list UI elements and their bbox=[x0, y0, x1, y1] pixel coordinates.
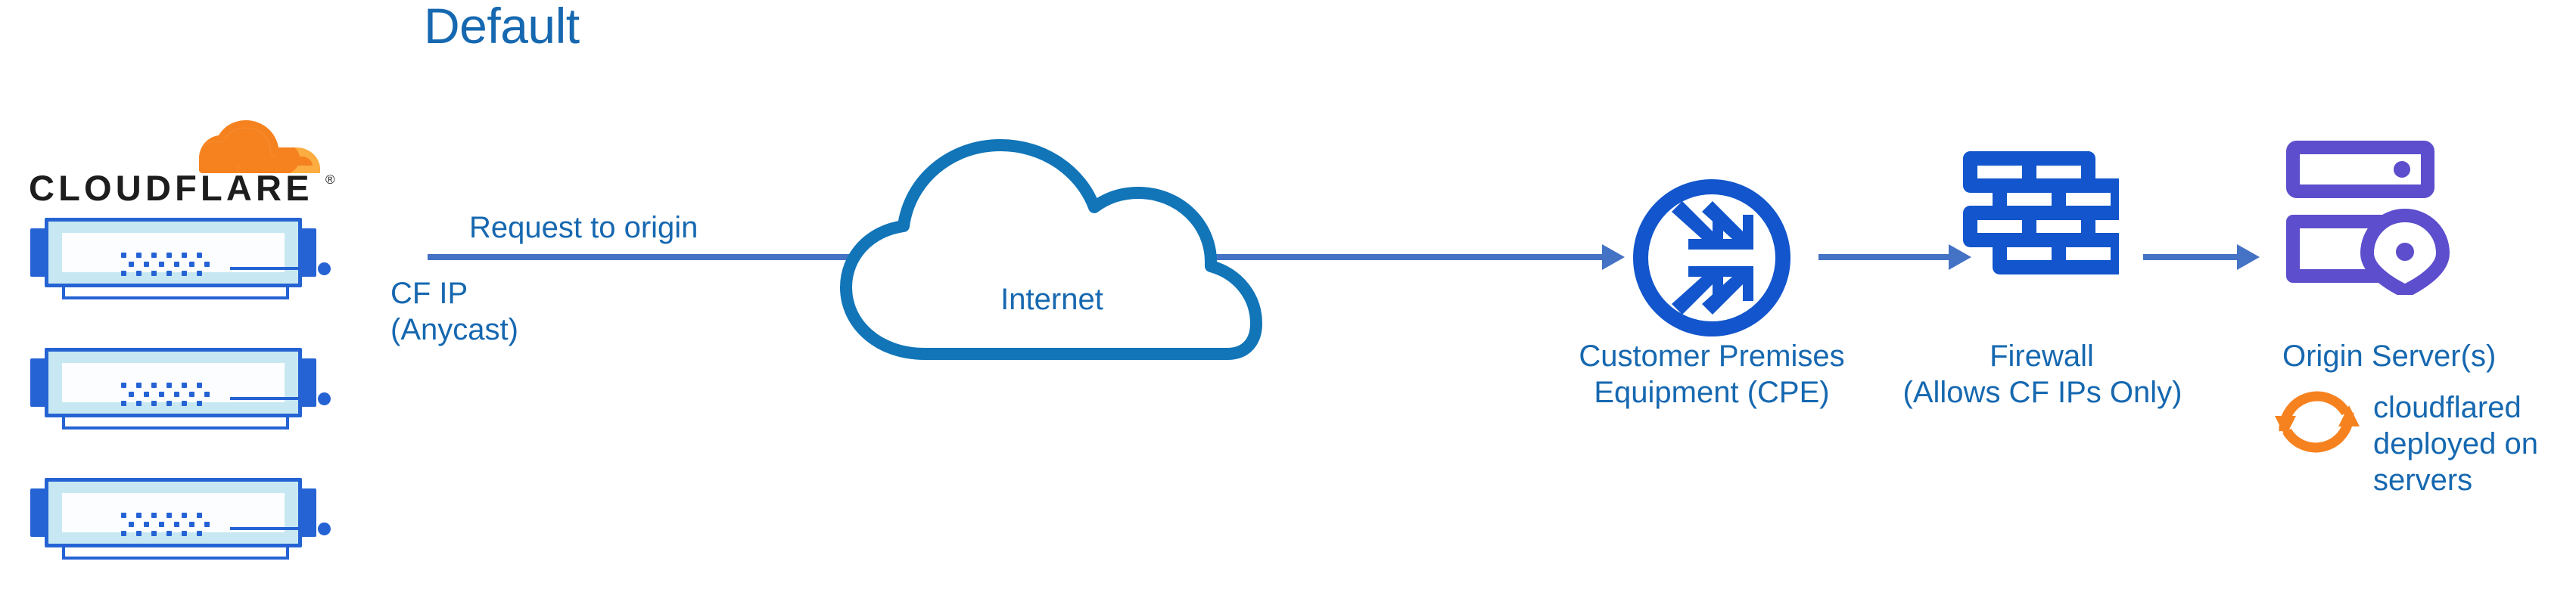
firewall-label-line1: Firewall bbox=[1990, 340, 2094, 373]
cpe-firewall-arrow-head bbox=[1949, 244, 1971, 270]
device-ear-right bbox=[300, 228, 316, 277]
cloudflared-line1: cloudflared bbox=[2373, 391, 2522, 424]
origin-label: Origin Server(s) bbox=[2282, 340, 2497, 373]
request-arrow-head bbox=[1602, 244, 1625, 270]
firewall-origin-arrow-head bbox=[2237, 244, 2260, 270]
device-face bbox=[62, 233, 331, 276]
cpe-firewall-arrow-line bbox=[1818, 254, 1949, 260]
cpe-label-line1: Customer Premises bbox=[1579, 340, 1845, 373]
cf-device-2 bbox=[11, 348, 331, 437]
firewall-label-line2: (Allows CF IPs Only) bbox=[1902, 376, 2182, 409]
sync-arrows-icon bbox=[2270, 377, 2364, 470]
cf-ip-label-line2: (Anycast) bbox=[390, 313, 518, 346]
router-icon bbox=[1629, 175, 1794, 344]
internet-label: Internet bbox=[1000, 283, 1103, 316]
device-status-led bbox=[318, 523, 331, 535]
device-ear-right bbox=[300, 488, 316, 537]
cf-device-3 bbox=[11, 478, 331, 567]
device-chassis bbox=[45, 218, 331, 287]
firewall-origin-arrow-line bbox=[2143, 254, 2237, 260]
device-base bbox=[62, 417, 289, 429]
device-status-led bbox=[318, 392, 331, 405]
device-chassis bbox=[45, 348, 331, 417]
device-indicator-line bbox=[230, 527, 306, 530]
brick-wall-icon bbox=[1963, 151, 2125, 300]
cloudflare-wordmark: CLOUDFLARE bbox=[29, 168, 313, 208]
device-base bbox=[62, 287, 289, 299]
device-indicator-line bbox=[230, 267, 306, 270]
device-ear-left bbox=[30, 488, 47, 537]
flow-label: Request to origin bbox=[469, 211, 698, 244]
cf-ip-label-line1: CF IP bbox=[390, 277, 468, 310]
server-pin-icon bbox=[2285, 140, 2452, 299]
device-indicator-line bbox=[230, 397, 306, 400]
device-face bbox=[62, 363, 331, 406]
cf-device-1 bbox=[11, 218, 331, 307]
device-ear-left bbox=[30, 228, 47, 277]
cloudflared-line2: deployed on bbox=[2373, 427, 2538, 460]
device-base bbox=[62, 547, 289, 560]
device-ear-left bbox=[30, 358, 47, 407]
device-face bbox=[62, 493, 331, 536]
cloudflare-logo-icon: CLOUDFLARE ® bbox=[29, 110, 339, 208]
cloud-icon bbox=[840, 112, 1264, 365]
svg-text:®: ® bbox=[325, 172, 335, 187]
device-status-led bbox=[318, 262, 331, 275]
device-chassis bbox=[45, 478, 331, 547]
device-ear-right bbox=[300, 358, 316, 407]
page-title: Default bbox=[424, 0, 580, 54]
cloudflared-line3: servers bbox=[2373, 464, 2473, 497]
cpe-label-line2: Equipment (CPE) bbox=[1594, 376, 1830, 409]
